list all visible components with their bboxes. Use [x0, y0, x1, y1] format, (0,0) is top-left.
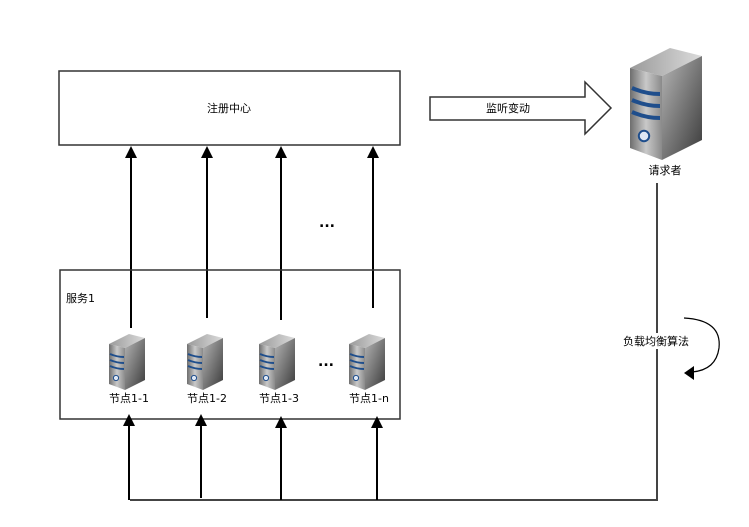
node-1-n-server-icon[interactable] — [348, 333, 386, 390]
node-1-3-server-icon[interactable] — [258, 333, 296, 390]
load-balance-curved-arrow — [683, 317, 720, 373]
load-balance-label: 负载均衡算法 — [623, 334, 689, 348]
registry-label: 注册中心 — [207, 101, 251, 115]
node-1-n-label: 节点1-n — [349, 392, 389, 405]
registration-ellipsis: ... — [319, 215, 335, 231]
register-arrowhead-2 — [201, 146, 213, 158]
node-1-1-label: 节点1-1 — [109, 392, 149, 405]
load-balance-label-bg — [617, 333, 695, 349]
load-balance-arrowhead — [684, 366, 694, 380]
register-arrowhead-3 — [275, 146, 287, 158]
registry-box[interactable] — [58, 70, 401, 146]
requester-server-icon[interactable] — [630, 48, 702, 160]
node-1-1-server-icon[interactable] — [108, 333, 146, 390]
listen-change-arrow[interactable] — [429, 80, 613, 136]
node-ellipsis: ... — [318, 354, 334, 370]
service-label: 服务1 — [66, 292, 95, 305]
listen-change-label: 监听变动 — [486, 101, 530, 115]
register-arrowhead-1 — [125, 146, 137, 158]
node-1-2-label: 节点1-2 — [187, 392, 227, 405]
service-box[interactable] — [59, 269, 401, 420]
request-arrowhead-2 — [195, 414, 207, 426]
register-arrowhead-n — [367, 146, 379, 158]
registration-arrows — [125, 146, 379, 328]
node-1-3-label: 节点1-3 — [259, 392, 299, 405]
node-1-2-server-icon[interactable] — [186, 333, 224, 390]
request-arrowhead-1 — [123, 414, 135, 426]
request-arrowhead-3 — [275, 416, 287, 428]
requester-label: 请求者 — [649, 164, 682, 177]
request-arrowhead-n — [371, 416, 383, 428]
